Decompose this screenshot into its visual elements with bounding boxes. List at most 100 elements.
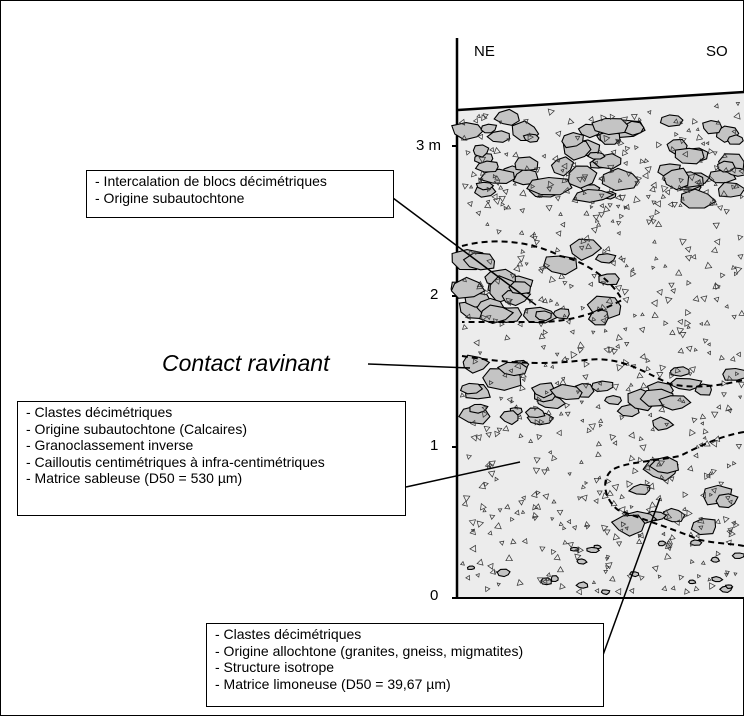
grain (670, 146, 677, 152)
grain (550, 517, 555, 522)
grain (550, 364, 555, 369)
grain (637, 533, 642, 539)
note-allochtone-line-2: - Origine allochtone (granites, gneiss, … (215, 642, 524, 659)
grain (656, 372, 664, 379)
grain (562, 313, 567, 318)
grain (590, 226, 598, 234)
grain (678, 203, 683, 208)
grain (738, 309, 744, 316)
grain (466, 200, 473, 208)
grain (711, 487, 717, 494)
grain (577, 496, 582, 501)
grain (566, 518, 572, 525)
grain (664, 422, 670, 427)
grain (656, 461, 662, 467)
grain (624, 145, 631, 152)
grain (634, 181, 641, 187)
grain (678, 178, 684, 184)
grain (708, 148, 714, 155)
grain (654, 200, 661, 208)
grain (477, 133, 484, 140)
grain (528, 438, 534, 443)
note-calcaires-line-2: - Origine subautochtone (Calcaires) (26, 420, 247, 437)
grain (553, 553, 561, 561)
allochtone-lens-outline (604, 431, 744, 547)
grain (610, 149, 617, 156)
depth-label-0m: 0 (430, 587, 439, 604)
grain (646, 109, 652, 115)
note-blocs-box: - Intercalation de blocs décimétriques -… (86, 170, 394, 218)
grain (562, 525, 567, 531)
contact-ravinant-label: Contact ravinant (162, 350, 330, 376)
grain (559, 411, 564, 416)
grain (615, 194, 622, 201)
grain (518, 230, 525, 236)
grain (685, 345, 693, 353)
grain (630, 267, 635, 272)
grain (560, 169, 565, 173)
grain (652, 239, 657, 244)
grain (610, 260, 616, 267)
grain (600, 114, 607, 122)
grain (661, 531, 666, 537)
grain (506, 138, 511, 142)
grain (650, 218, 657, 225)
grain (480, 314, 488, 322)
grain (609, 168, 615, 174)
grain (671, 202, 678, 209)
grain (651, 565, 659, 573)
grain (486, 258, 493, 265)
grain (712, 222, 720, 230)
grain (546, 186, 553, 193)
grain (502, 372, 508, 378)
grain (682, 491, 689, 499)
grain (569, 329, 575, 335)
grain (482, 508, 487, 513)
grain (594, 588, 600, 594)
grain (494, 522, 502, 530)
grain (510, 538, 517, 545)
grain (625, 386, 631, 392)
grain (543, 363, 548, 367)
grain (498, 195, 506, 203)
grain (465, 150, 471, 156)
grain (583, 210, 590, 216)
grain (603, 328, 608, 333)
grain (459, 560, 465, 566)
grain (591, 330, 596, 335)
grain (668, 476, 675, 482)
grain (703, 189, 709, 196)
grain (485, 199, 491, 205)
grain (656, 288, 663, 296)
grain (673, 118, 679, 124)
grain (493, 179, 501, 186)
grain (723, 208, 730, 215)
grain (684, 319, 692, 327)
clast (674, 147, 705, 165)
grain (538, 332, 546, 340)
grain (607, 203, 613, 208)
clast (575, 581, 589, 589)
grain (620, 257, 626, 264)
grain (503, 205, 508, 211)
grain (628, 431, 635, 439)
grain (480, 502, 487, 511)
grain (640, 382, 648, 389)
grain (619, 415, 625, 421)
grain (527, 133, 535, 141)
grain (538, 296, 545, 303)
calcaires-leader (405, 461, 521, 488)
grain (599, 303, 608, 312)
grain (598, 423, 603, 428)
grain (483, 289, 490, 296)
grain (579, 459, 584, 464)
clast (474, 160, 499, 173)
grain (729, 355, 736, 362)
grain (732, 460, 737, 466)
grain (580, 494, 588, 502)
grain (639, 353, 646, 360)
grain (591, 316, 597, 322)
grain (725, 570, 730, 576)
